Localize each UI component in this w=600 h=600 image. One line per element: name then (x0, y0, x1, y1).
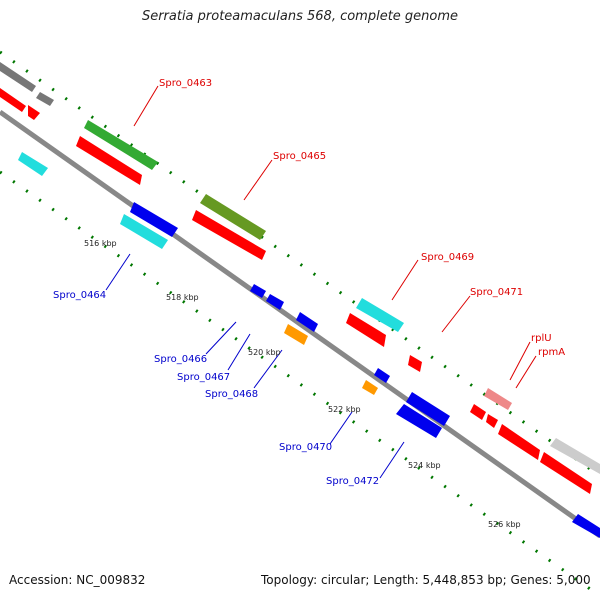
gene-arrow (250, 284, 266, 298)
gene-arrow (0, 88, 26, 112)
topology-text: Topology: circular; Length: 5,448,853 bp… (261, 573, 591, 587)
gene-arrow (486, 414, 498, 428)
gene-bar (550, 438, 600, 474)
gene-arrow (284, 324, 308, 345)
accession-text: Accession: NC_009832 (9, 573, 146, 587)
gene-label-top[interactable]: rplU (531, 333, 552, 344)
top-track-genes[interactable] (0, 62, 600, 474)
gene-bar (84, 120, 158, 170)
gene-arrow (296, 312, 318, 332)
gene-arrow (406, 392, 450, 426)
map-title: Serratia proteamaculans 568, complete ge… (141, 9, 459, 24)
gene-arrow (192, 210, 266, 260)
gene-arrow (540, 452, 592, 494)
gene-arrow (396, 404, 442, 438)
gene-label-bottom[interactable]: Spro_0464 (53, 290, 106, 301)
gene-bar (0, 62, 36, 92)
gene-label-top[interactable]: Spro_0463 (159, 78, 212, 89)
gene-label-top[interactable]: Spro_0465 (273, 151, 326, 162)
gene-arrow (130, 202, 178, 237)
gene-arrow (120, 214, 168, 249)
bottom-callouts (105, 253, 405, 479)
top-strand-genes[interactable] (0, 88, 592, 494)
gene-arrow (470, 404, 486, 420)
tick-label: 526 kbp (488, 520, 521, 529)
gene-label-bottom[interactable]: Spro_0466 (154, 354, 207, 365)
gene-arrow (76, 136, 142, 185)
gene-arrow (572, 514, 600, 538)
gene-arrow (362, 380, 378, 395)
tick-label: 516 kbp (84, 239, 117, 248)
bottom-strand-genes[interactable] (18, 152, 600, 538)
gene-arrow (266, 294, 284, 310)
genome-backbone (0, 109, 600, 539)
gene-arrow (408, 355, 422, 372)
gene-arrow (374, 368, 390, 383)
gene-arrow (346, 313, 386, 347)
tick-label: 520 kbp (248, 348, 281, 357)
gene-bar (356, 298, 404, 332)
tick-label: 522 kbp (328, 405, 361, 414)
gene-label-top[interactable]: Spro_0469 (421, 252, 474, 263)
gene-arrow (18, 152, 48, 176)
gene-label-top[interactable]: Spro_0471 (470, 287, 523, 298)
tick-label: 518 kbp (166, 293, 199, 302)
tick-label: 524 kbp (408, 461, 441, 470)
gene-bar (484, 388, 512, 410)
gene-arrow (498, 424, 540, 460)
gene-label-top[interactable]: rpmA (538, 347, 565, 358)
top-callouts (133, 85, 537, 389)
gene-label-bottom[interactable]: Spro_0470 (279, 442, 332, 453)
gene-bar (36, 92, 54, 106)
gene-label-bottom[interactable]: Spro_0468 (205, 389, 258, 400)
gene-bar (200, 194, 266, 240)
gene-label-bottom[interactable]: Spro_0467 (177, 372, 230, 383)
gene-label-bottom[interactable]: Spro_0472 (326, 476, 379, 487)
gene-arrow (28, 105, 40, 120)
